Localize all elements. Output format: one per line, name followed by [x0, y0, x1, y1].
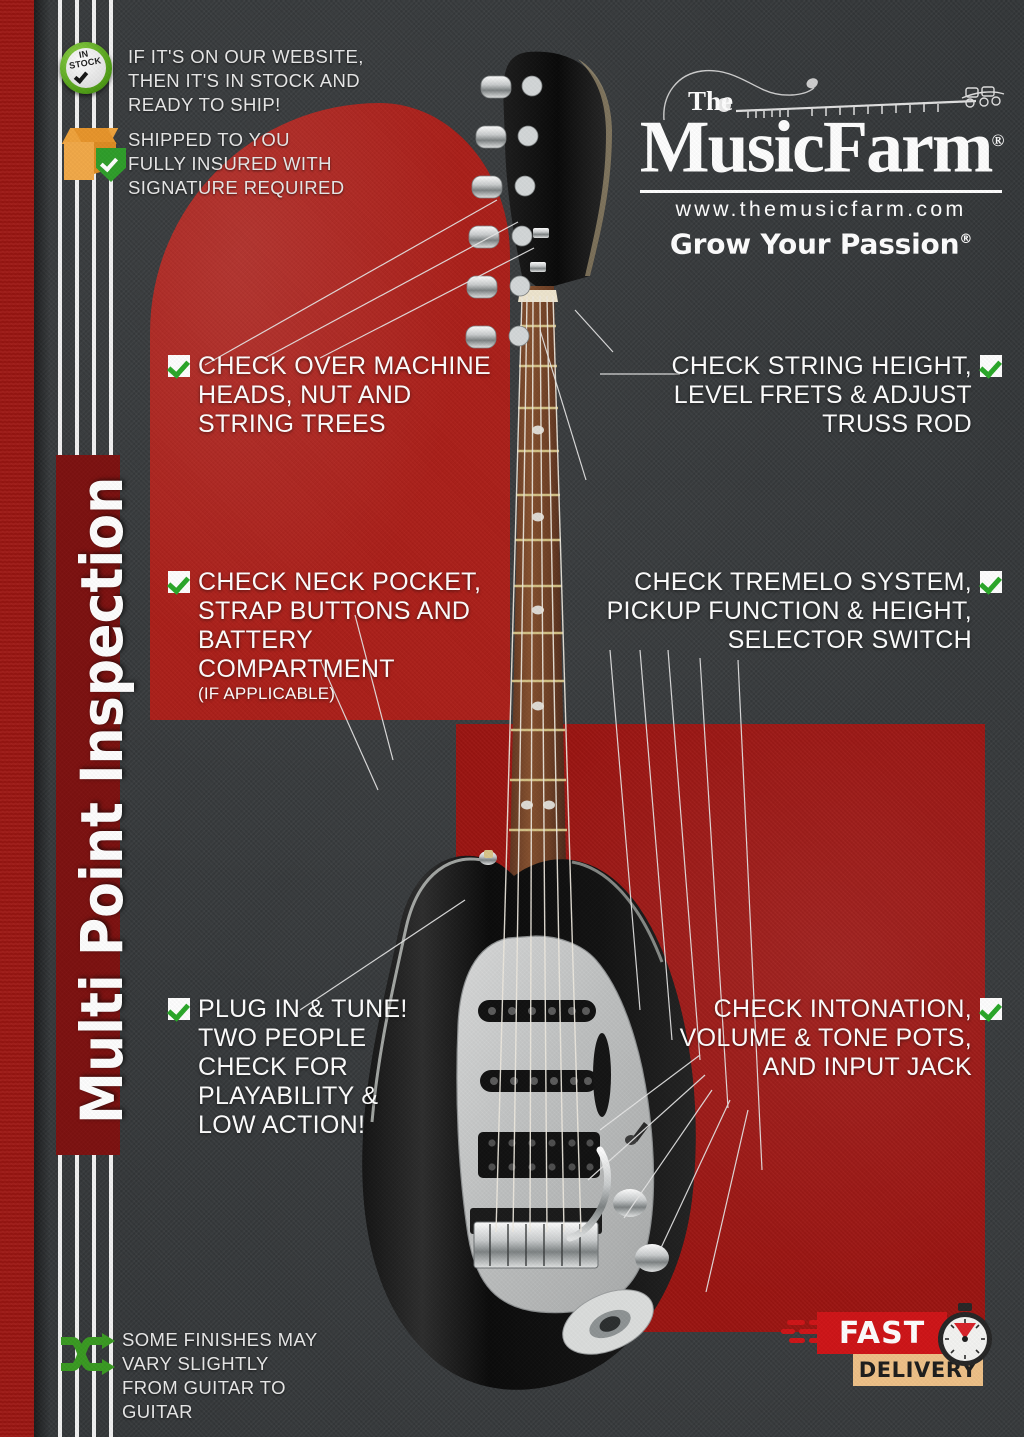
- footnote-line: FROM GUITAR TO: [122, 1377, 286, 1398]
- info-line: SIGNATURE REQUIRED: [128, 177, 345, 198]
- left-red-edge-bar: [0, 0, 34, 1437]
- callout-line: CHECK INTONATION,: [680, 995, 1002, 1024]
- brand-logo: The MusicFarm® www.themusicfarm.com Grow…: [636, 69, 1006, 260]
- callout-machine-heads: CHECK OVER MACHINE HEADS, NUT AND STRING…: [168, 352, 491, 439]
- in-stock-face: [66, 48, 106, 88]
- callout-line: PLAYABILITY &: [198, 1082, 379, 1110]
- logo-tagline-text: Grow Your Passion: [669, 226, 960, 260]
- callout-text: CHECK NECK POCKET,: [198, 568, 482, 596]
- callout-text: CHECK OVER MACHINE: [198, 352, 491, 380]
- stripe-red-3: [92, 455, 96, 1437]
- green-check-icon: [168, 998, 190, 1020]
- in-stock-label: IN STOCK: [56, 38, 116, 98]
- footnote-line: SOME FINISHES MAY: [122, 1329, 318, 1350]
- callout-line: LOW ACTION!: [198, 1111, 366, 1139]
- callout-line: STRING TREES: [198, 410, 386, 438]
- insured-box-shield-icon: [61, 128, 126, 186]
- callout-line: HEADS, NUT AND: [198, 381, 412, 409]
- speed-lines-icon: [781, 1320, 819, 1343]
- logo-name-text: MusicFarm: [639, 106, 994, 189]
- callout-plug-in-tune: PLUG IN & TUNE! TWO PEOPLE CHECK FOR PLA…: [168, 995, 408, 1140]
- green-check-icon: [168, 355, 190, 377]
- callout-tremolo-system: CHECK TREMELO SYSTEM, PICKUP FUNCTION & …: [607, 568, 1002, 655]
- callout-line: TWO PEOPLE: [198, 1024, 367, 1052]
- footnote-line: GUITAR: [122, 1401, 193, 1422]
- shield-check-icon: [96, 148, 126, 182]
- footnote-line: VARY SLIGHTLY: [122, 1353, 269, 1374]
- callout-line: PICKUP FUNCTION & HEIGHT,: [606, 597, 972, 625]
- fast-label: FAST: [817, 1312, 947, 1354]
- callout-line: CHECK TREMELO SYSTEM,: [607, 568, 1002, 597]
- logo-registered: ®: [991, 131, 1005, 150]
- logo-name: MusicFarm®: [636, 104, 1006, 185]
- callout-string-height: CHECK STRING HEIGHT, LEVEL FRETS & ADJUS…: [672, 352, 1002, 439]
- guitar-outline-icon: [663, 69, 1005, 121]
- stripe-red-segment: [56, 455, 120, 1437]
- green-check-icon: [980, 355, 1002, 377]
- info-row-in-stock: IF IT'S ON OUR WEBSITE, THEN IT'S IN STO…: [128, 45, 364, 117]
- vertical-stripes: [56, 0, 120, 1437]
- callout-line: CHECK FOR: [198, 1053, 348, 1081]
- logo-tagline-registered: ®: [959, 231, 973, 247]
- shuffle-icon: [61, 1333, 115, 1375]
- fast-delivery-badge: FAST DELIVERY: [781, 1300, 996, 1392]
- logo-the: The: [688, 86, 734, 116]
- callout-text: CHECK TREMELO SYSTEM,: [634, 568, 972, 596]
- info-line: FULLY INSURED WITH: [128, 153, 332, 174]
- callout-text: CHECK STRING HEIGHT,: [671, 352, 972, 380]
- page-title-vertical: Multi Point Inspection: [68, 476, 136, 1124]
- in-stock-line-2: STOCK: [68, 55, 102, 71]
- callout-line: CHECK NECK POCKET,: [168, 568, 481, 597]
- green-check-icon: [980, 998, 1002, 1020]
- callout-line: CHECK STRING HEIGHT,: [672, 352, 1002, 381]
- footnote-finishes: SOME FINISHES MAY VARY SLIGHTLY FROM GUI…: [122, 1328, 318, 1424]
- stripe-red-1: [58, 455, 62, 1437]
- box-front: [64, 142, 94, 180]
- info-line: READY TO SHIP!: [128, 94, 281, 115]
- green-check-icon: [980, 571, 1002, 593]
- info-line: SHIPPED TO YOU: [128, 129, 290, 150]
- logo-tagline: Grow Your Passion®: [636, 224, 1006, 260]
- callout-line: LEVEL FRETS & ADJUST: [673, 381, 972, 409]
- callout-line: BATTERY: [198, 626, 314, 654]
- in-stock-badge-icon: IN STOCK: [60, 42, 112, 94]
- stripe-red-2: [75, 455, 79, 1437]
- callout-text: CHECK INTONATION,: [713, 995, 972, 1023]
- callout-subnote: (IF APPLICABLE): [198, 684, 336, 703]
- callout-line: SELECTOR SWITCH: [727, 626, 972, 654]
- callout-line: COMPARTMENT: [198, 655, 395, 683]
- edge-shadow: [34, 0, 50, 1437]
- info-line: IF IT'S ON OUR WEBSITE,: [128, 46, 364, 67]
- callout-line: AND INPUT JACK: [762, 1053, 972, 1081]
- stopwatch-icon: [938, 1303, 992, 1366]
- info-row-insured: SHIPPED TO YOU FULLY INSURED WITH SIGNAT…: [128, 128, 345, 200]
- callout-line: PLUG IN & TUNE!: [168, 995, 408, 1024]
- green-check-icon: [168, 571, 190, 593]
- callout-line: STRAP BUTTONS AND: [198, 597, 471, 625]
- callout-line: VOLUME & TONE POTS,: [679, 1024, 972, 1052]
- callout-text: PLUG IN & TUNE!: [198, 995, 408, 1023]
- logo-divider: [640, 189, 1002, 193]
- callout-intonation: CHECK INTONATION, VOLUME & TONE POTS, AN…: [680, 995, 1002, 1082]
- logo-url: www.themusicfarm.com: [675, 196, 967, 221]
- callout-line: TRUSS ROD: [822, 410, 972, 438]
- callout-neck-pocket: CHECK NECK POCKET, STRAP BUTTONS AND BAT…: [168, 568, 481, 704]
- info-line: THEN IT'S IN STOCK AND: [128, 70, 360, 91]
- stripe-red-4: [109, 455, 113, 1437]
- callout-line: CHECK OVER MACHINE: [168, 352, 491, 381]
